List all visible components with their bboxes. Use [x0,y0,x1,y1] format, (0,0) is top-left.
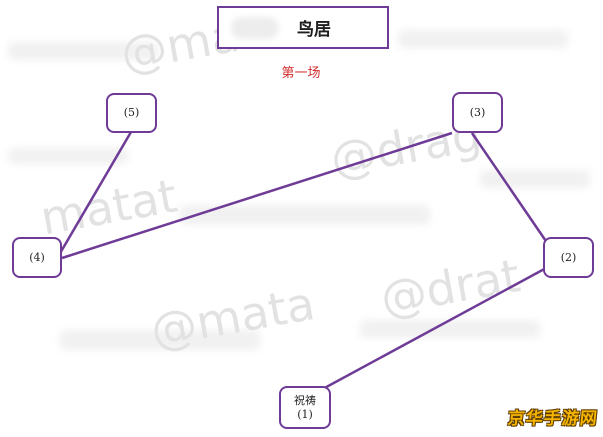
blurred-title-prefix [231,17,279,39]
blurred-background-text [398,30,568,48]
node-1-name: 祝祷 [294,393,316,407]
watermark-char: 手 [542,409,562,429]
node-2-label: (2) [560,250,577,264]
diagram-subtitle: 第一场 [281,66,321,81]
node-1: 祝祷 (1) [279,386,331,429]
node-5: (5) [106,93,157,133]
node-3: (3) [452,92,503,133]
watermark-char: 京 [506,409,526,429]
node-5-label: (5) [123,106,140,120]
node-3-label: (3) [469,105,486,119]
link-5-4 [57,131,133,256]
blurred-background-text [60,330,260,350]
title-box: 鸟居 [217,6,389,49]
site-watermark-logo: 京 华 手 游 网 [507,404,599,429]
node-4: (4) [12,237,62,278]
node-1-label: (1) [297,407,313,421]
node-2: (2) [543,237,594,278]
diagram-title: 鸟居 [297,20,331,40]
watermark-char: 游 [560,409,580,429]
blurred-background-text [360,320,540,338]
blurred-background-text [8,148,128,164]
watermark-char: 网 [578,409,598,429]
watermark-char: 华 [524,409,544,429]
blurred-background-text [180,205,430,225]
link-4-3 [61,131,453,260]
blurred-background-text [8,42,158,60]
link-2-1 [318,265,549,393]
link-3-2 [470,132,552,248]
node-4-label: (4) [29,250,45,264]
